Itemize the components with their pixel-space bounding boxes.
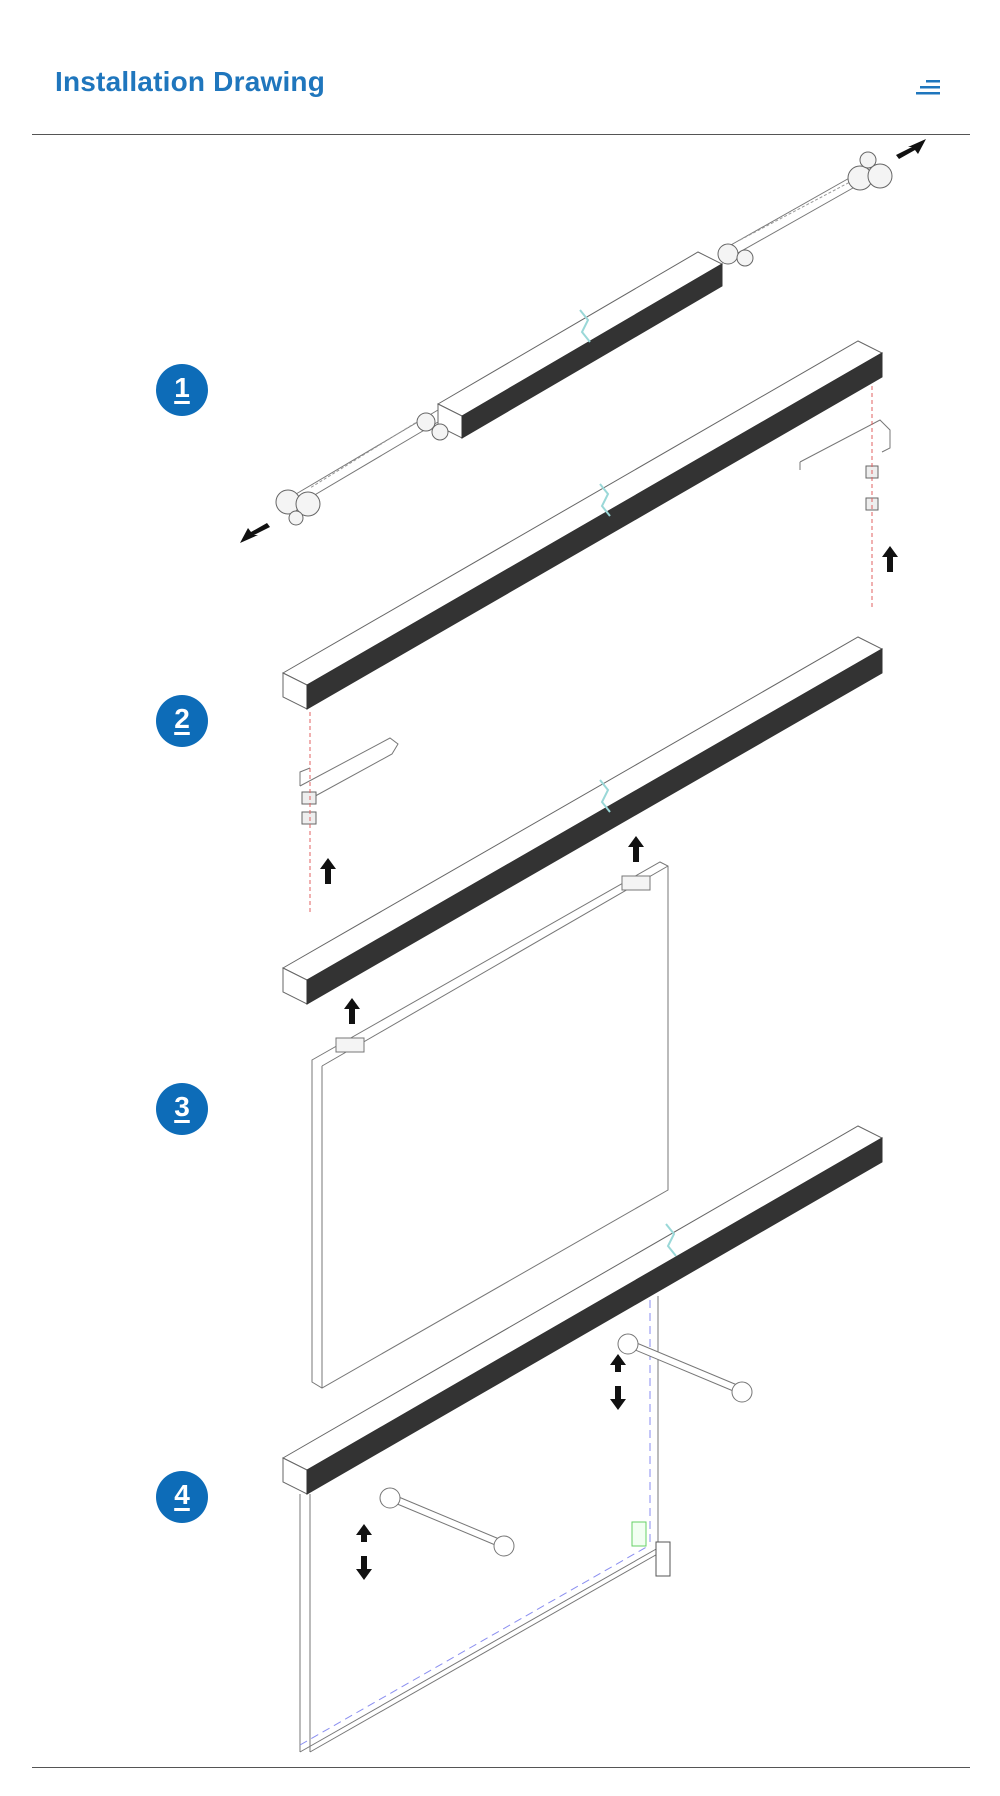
arrow-up-icon	[628, 836, 644, 862]
arrow-icon	[240, 523, 270, 543]
step-badge-1: 1	[156, 364, 208, 416]
footer-divider	[32, 1767, 970, 1768]
arrow-up-icon	[320, 858, 336, 884]
step2-assembly	[281, 340, 891, 912]
adjust-arrow-icon	[610, 1354, 626, 1410]
header-divider	[32, 134, 970, 135]
step-badge-4: 4	[156, 1471, 208, 1523]
arrow-icon	[896, 139, 926, 159]
step3-assembly	[281, 636, 884, 1389]
step-badge-2: 2	[156, 695, 208, 747]
adjust-arrow-icon	[356, 1524, 372, 1580]
page-title: Installation Drawing	[55, 66, 326, 97]
step-badge-3: 3	[156, 1083, 208, 1135]
arrow-up-icon	[882, 546, 898, 572]
step1-assembly	[275, 151, 893, 526]
menu-icon[interactable]	[916, 78, 944, 98]
arrow-up-icon	[344, 998, 360, 1024]
step4-assembly	[281, 1125, 884, 1753]
